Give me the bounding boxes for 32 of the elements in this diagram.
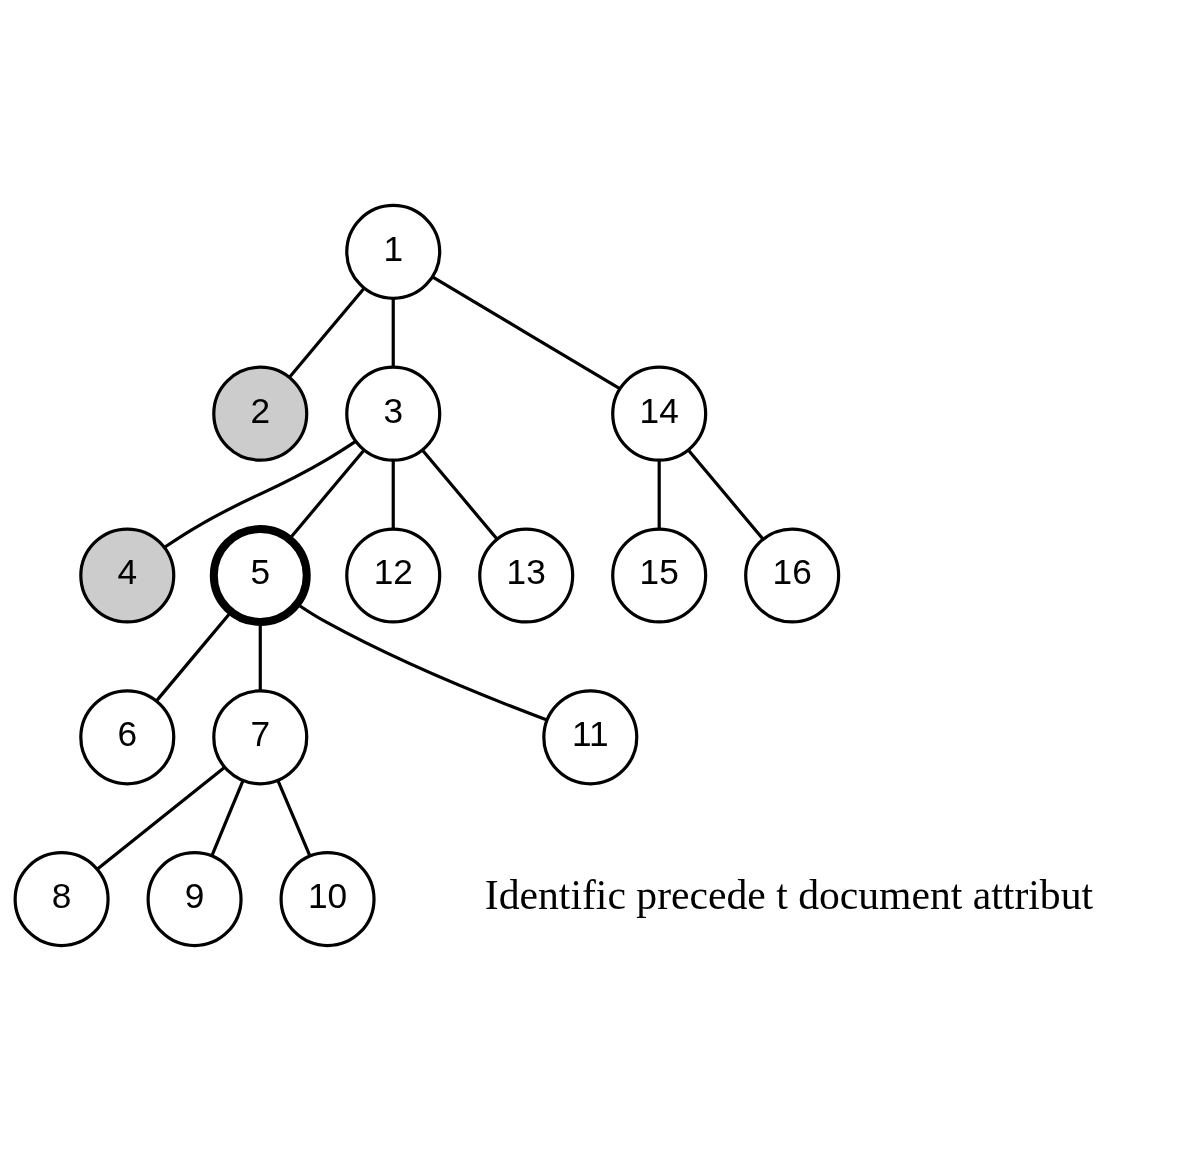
node-circle: 10 (279, 851, 376, 948)
connector (288, 287, 365, 378)
connector (421, 449, 498, 540)
connector (687, 449, 764, 540)
connector (164, 440, 357, 549)
connector (296, 602, 548, 722)
connector (391, 298, 395, 367)
node-circle: 3 (345, 365, 442, 462)
label: Identific precede t document attribut (484, 872, 1094, 919)
node-circle: 9 (146, 851, 243, 948)
node-circle: 12 (345, 527, 442, 624)
connector (258, 622, 262, 691)
node-circle: 8 (13, 851, 110, 948)
node-circle: 11 (542, 689, 639, 786)
connector (210, 779, 245, 857)
node-circle: 7 (212, 689, 309, 786)
connector (288, 449, 365, 540)
node-circle: 15 (611, 527, 708, 624)
connector (276, 779, 312, 857)
node-circle: 14 (611, 365, 708, 462)
connector (431, 275, 621, 390)
node-circle: 4 (79, 527, 176, 624)
connector (96, 766, 226, 871)
node-circle: 16 (744, 527, 841, 624)
node-circle: 6 (79, 689, 176, 786)
node-circle: 5 (209, 525, 311, 626)
connector (657, 460, 661, 529)
connector (391, 460, 395, 529)
node-circle: 2 (212, 365, 309, 462)
node-circle: 13 (478, 527, 575, 624)
connector (155, 611, 232, 702)
node-circle: 1 (345, 203, 442, 300)
